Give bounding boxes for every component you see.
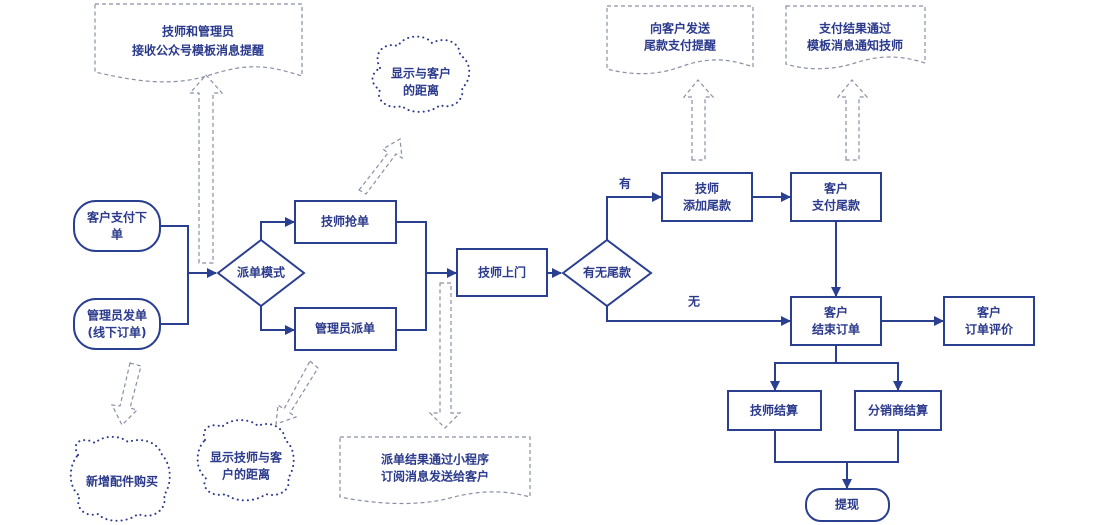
node-tech-add-balance-line2: 添加尾款 (683, 198, 732, 213)
node-dispatch-mode[interactable]: 派单模式 (216, 238, 306, 308)
cloud-show-distance-customer-line1: 显示与客户 (391, 66, 451, 81)
node-admin-dispatch[interactable]: 管理员派单 (294, 307, 397, 351)
dashed-arrow-to-show-distance-tech (275, 360, 319, 425)
node-customer-pay-line2: 单 (111, 227, 123, 242)
edge-admin-order-merge (160, 273, 189, 325)
note-template-message-line1: 技师和管理员 (162, 24, 234, 39)
node-customer-pay[interactable]: 客户支付下 单 (73, 200, 161, 252)
note-template-message: 技师和管理员 接收公众号模板消息提醒 (94, 3, 303, 83)
flow-connectors (160, 192, 944, 489)
note-balance-reminder: 向客户发送 尾款支付提醒 (606, 5, 754, 75)
dashed-arrow-up-payment-notify (836, 79, 869, 161)
dashed-arrow-up-balance-reminder (682, 79, 715, 161)
cloud-show-distance-customer: 显示与客户 的距离 (371, 35, 471, 113)
node-has-balance-label: 有无尾款 (583, 265, 632, 280)
node-withdraw-label: 提现 (835, 497, 859, 512)
cloud-show-distance-tech-line2: 户的距离 (222, 467, 270, 482)
note-template-message-line2: 接收公众号模板消息提醒 (132, 43, 264, 58)
edge-no (606, 306, 791, 326)
dashed-arrow-to-cloud-customer (358, 138, 403, 195)
note-payment-notify-line1: 支付结果通过 (818, 21, 891, 36)
node-customer-finish-line1: 客户 (823, 305, 848, 320)
node-customer-review-line2: 订单评价 (965, 322, 1014, 337)
node-dist-settle[interactable]: 分销商结算 (854, 390, 942, 431)
node-withdraw[interactable]: 提现 (805, 488, 890, 522)
edge-yes (606, 192, 662, 240)
node-tech-grab[interactable]: 技师抢单 (294, 200, 397, 244)
node-admin-dispatch-label: 管理员派单 (315, 321, 375, 336)
node-tech-visit[interactable]: 技师上门 (456, 248, 548, 297)
cloud-show-distance-customer-line2: 的距离 (403, 83, 439, 98)
node-tech-add-balance-line1: 技师 (695, 181, 719, 196)
note-balance-reminder-line2: 尾款支付提醒 (644, 38, 716, 53)
node-customer-finish-line2: 结束订单 (812, 322, 860, 337)
note-balance-reminder-line1: 向客户发送 (650, 21, 711, 36)
note-payment-notify: 支付结果通过 模板消息通知技师 (785, 5, 926, 70)
node-customer-finish[interactable]: 客户 结束订单 (790, 296, 882, 346)
node-customer-pay-line1: 客户支付下 (86, 210, 147, 225)
dashed-arrow-down-miniprogram (428, 282, 462, 429)
node-customer-pay-balance[interactable]: 客户 支付尾款 (790, 172, 882, 222)
cloud-show-distance-tech-line1: 显示技师与客 (210, 450, 283, 465)
dashed-arrow-to-add-parts (110, 362, 142, 427)
edge-tech-grab-merge (396, 221, 427, 273)
node-admin-order[interactable]: 管理员发单 (线下订单) (73, 298, 161, 350)
node-tech-add-balance[interactable]: 技师 添加尾款 (661, 172, 753, 222)
edge-finish-split (770, 346, 837, 391)
node-dist-settle-label: 分销商结算 (868, 403, 928, 418)
note-miniprogram-line2: 订阅消息发送给客户 (381, 469, 489, 484)
edge-customer-pay-merge (160, 225, 189, 273)
node-customer-pay-balance-line1: 客户 (823, 181, 848, 196)
node-tech-settle[interactable]: 技师结算 (727, 390, 822, 431)
edge-to-admin-dispatch (260, 306, 295, 335)
node-tech-settle-label: 技师结算 (750, 403, 798, 418)
node-customer-pay-balance-line2: 支付尾款 (811, 198, 861, 213)
cloud-show-distance-tech: 显示技师与客 户的距离 (196, 419, 295, 502)
edge-label-yes: 有 (619, 176, 631, 191)
cloud-add-parts: 新增配件购买 (69, 435, 171, 522)
note-payment-notify-line2: 模板消息通知技师 (807, 38, 903, 53)
node-admin-order-line2: (线下订单) (88, 325, 147, 340)
edge-label-no: 无 (687, 295, 700, 309)
note-miniprogram-line1: 派单结果通过小程序 (381, 452, 489, 467)
node-tech-visit-label: 技师上门 (478, 265, 526, 280)
edge-admin-dispatch-merge (396, 273, 427, 331)
node-dispatch-mode-label: 派单模式 (237, 265, 285, 280)
cloud-add-parts-text: 新增配件购买 (86, 474, 158, 489)
node-admin-order-line1: 管理员发单 (87, 308, 147, 323)
dashed-arrow-up-template (188, 74, 224, 264)
node-has-balance[interactable]: 有无尾款 (561, 238, 653, 308)
node-tech-grab-label: 技师抢单 (321, 214, 369, 229)
edge-to-tech-grab (260, 217, 295, 240)
node-customer-review[interactable]: 客户 订单评价 (943, 296, 1035, 346)
node-customer-review-line1: 客户 (976, 305, 1001, 320)
note-miniprogram-message: 派单结果通过小程序 订阅消息发送给客户 (339, 436, 531, 505)
edge-settle-merge (774, 430, 899, 463)
